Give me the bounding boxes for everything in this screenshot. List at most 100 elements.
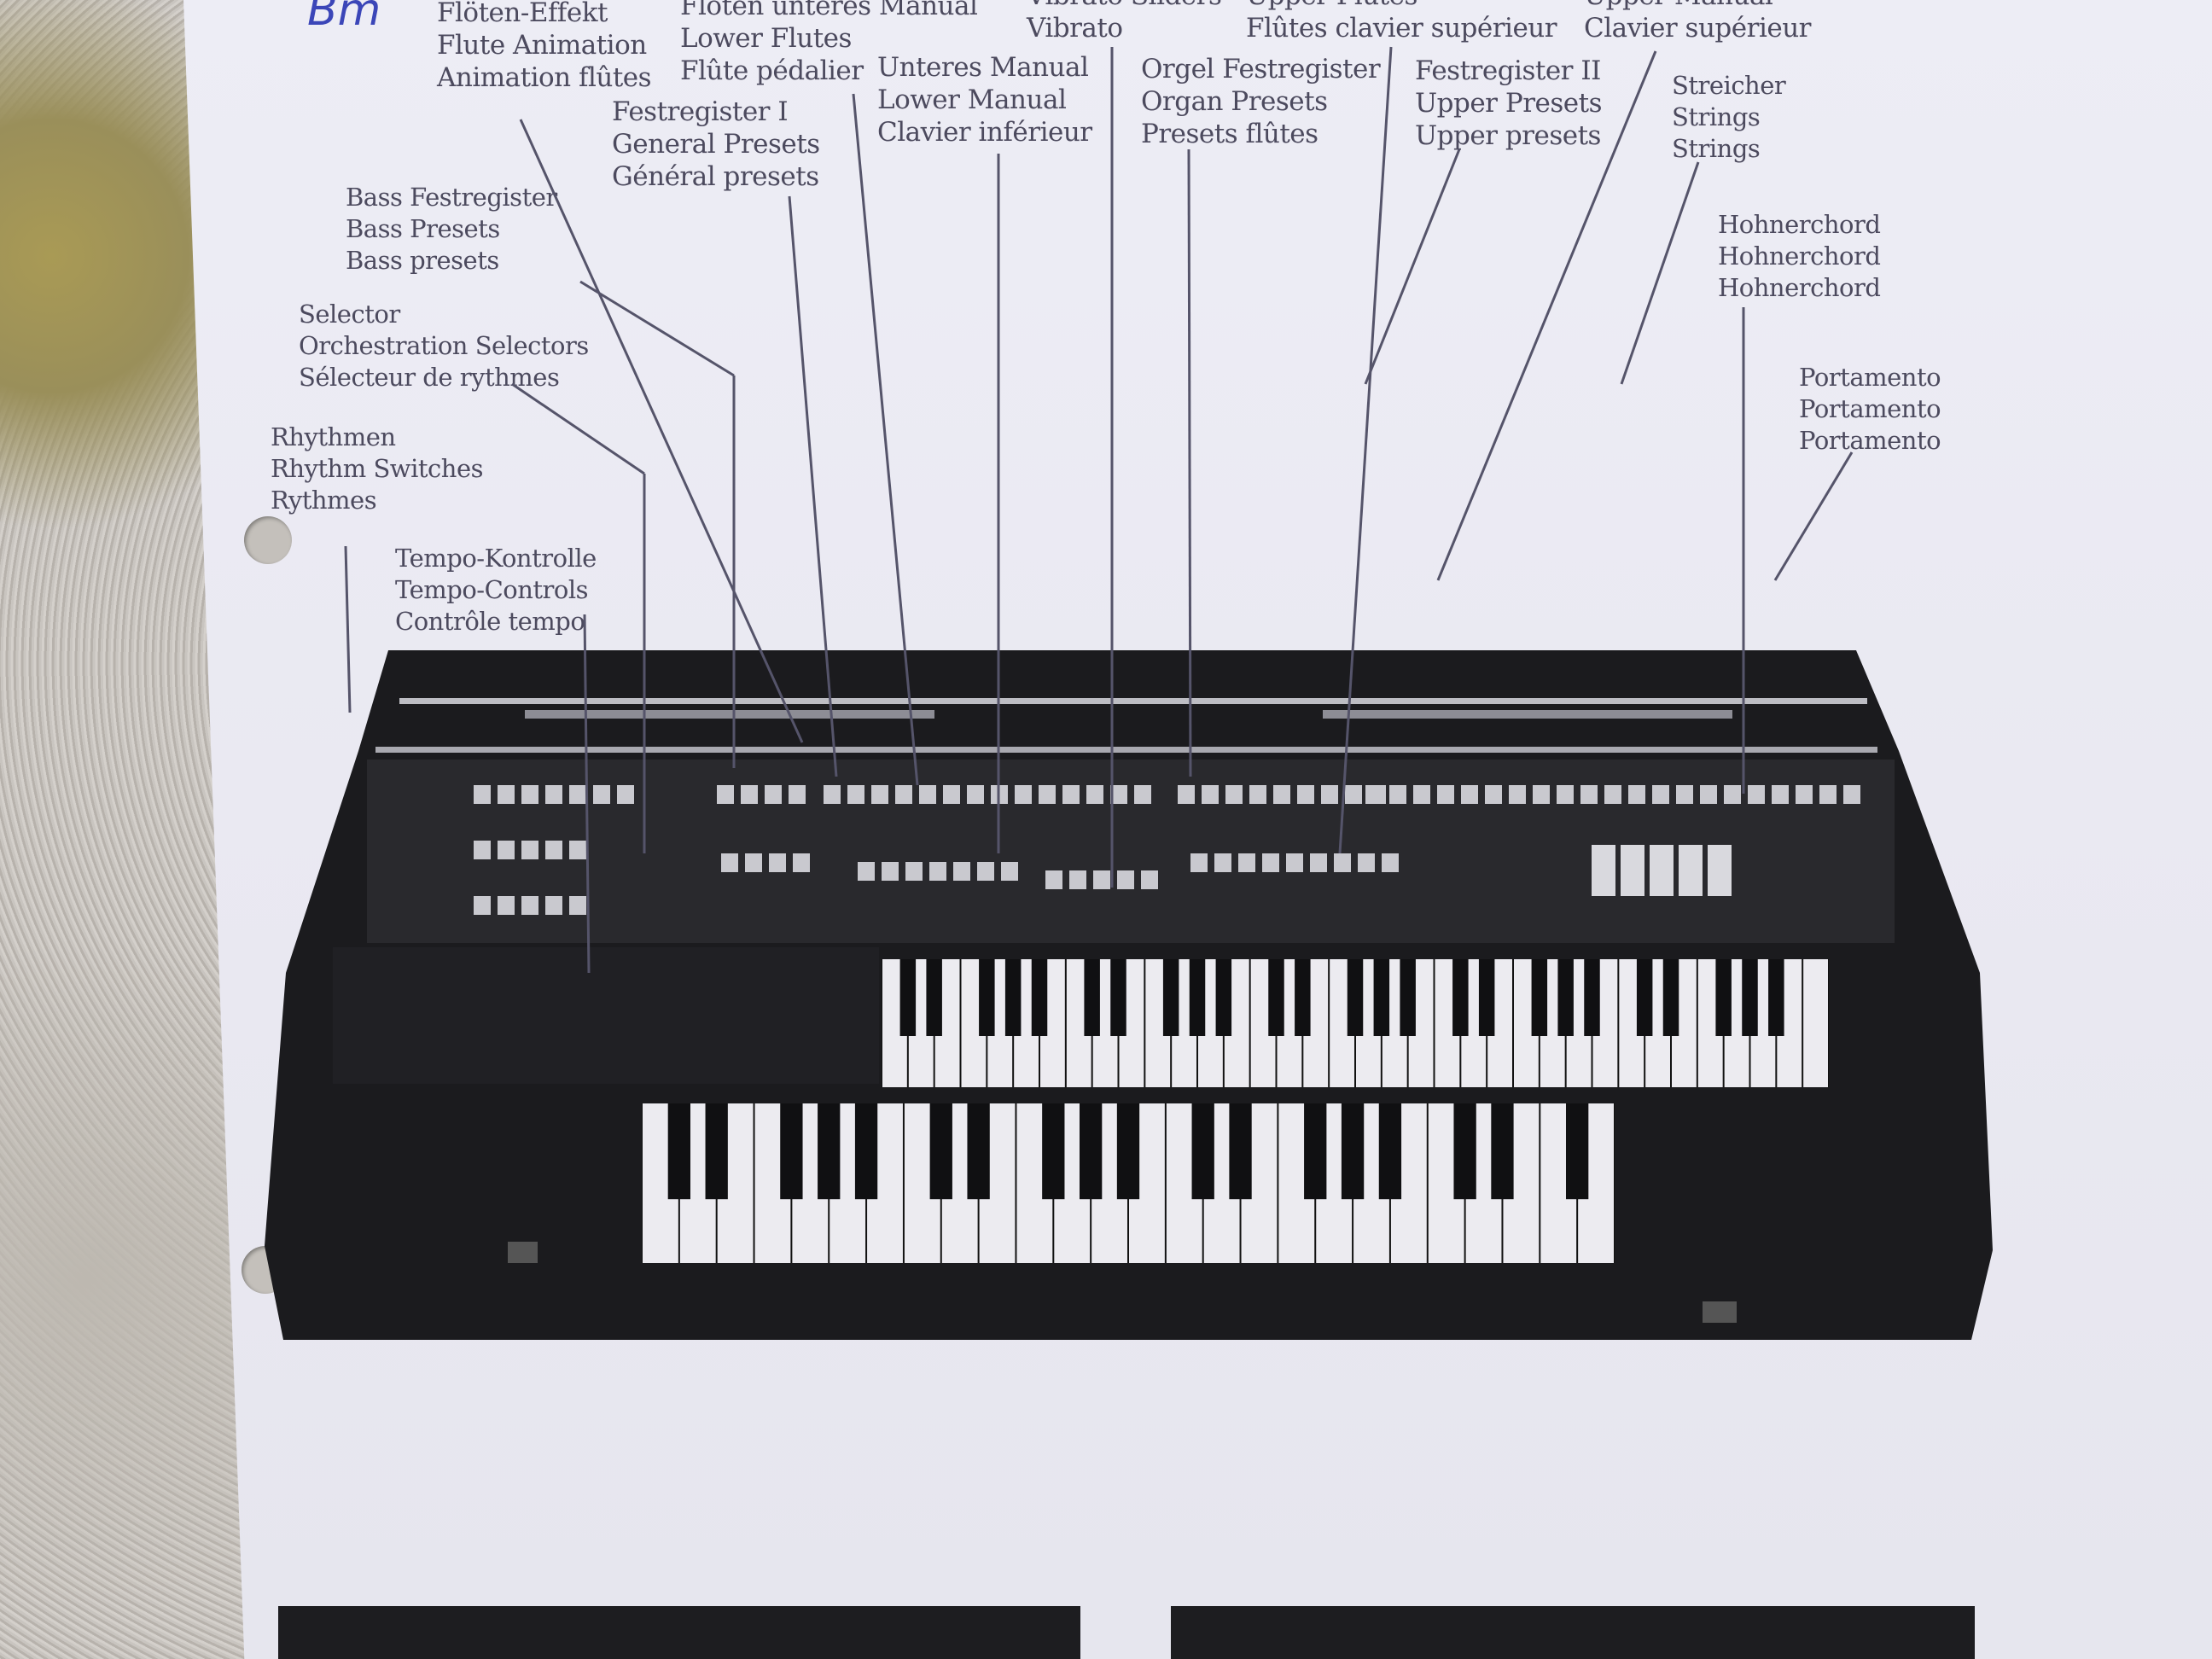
panel-button bbox=[953, 862, 970, 881]
panel-button bbox=[1676, 785, 1693, 804]
panel-button bbox=[1225, 785, 1243, 804]
panel-button bbox=[1178, 785, 1195, 804]
black-key bbox=[1341, 1103, 1365, 1200]
panel-button bbox=[569, 841, 586, 859]
panel-button bbox=[521, 896, 538, 915]
panel-button bbox=[741, 785, 758, 804]
black-key bbox=[818, 1103, 841, 1200]
handwritten-note: Bm bbox=[307, 0, 381, 36]
black-key bbox=[1373, 959, 1390, 1036]
panel-button bbox=[793, 853, 810, 872]
panel-button bbox=[967, 785, 984, 804]
black-key bbox=[1768, 959, 1784, 1036]
white-key bbox=[1803, 959, 1828, 1087]
black-key bbox=[1004, 959, 1022, 1036]
panel-button bbox=[1819, 785, 1837, 804]
panel-button bbox=[1461, 785, 1478, 804]
black-key bbox=[1715, 959, 1732, 1036]
black-key bbox=[1347, 959, 1364, 1036]
black-key bbox=[1191, 1103, 1214, 1200]
panel-button bbox=[498, 841, 515, 859]
strings-tab bbox=[1592, 845, 1615, 896]
black-key bbox=[1116, 1103, 1140, 1200]
panel-button bbox=[1297, 785, 1314, 804]
black-key bbox=[1031, 959, 1048, 1036]
black-key bbox=[1742, 959, 1758, 1036]
label-vibrato: Vibrato SlidersVibrato bbox=[1027, 0, 1222, 44]
panel-button bbox=[1069, 870, 1086, 889]
panel-button bbox=[1249, 785, 1266, 804]
panel-button bbox=[474, 785, 491, 804]
panel-button bbox=[1437, 785, 1454, 804]
panel-button bbox=[1628, 785, 1645, 804]
lower-keyboard bbox=[642, 1103, 1615, 1263]
panel-button bbox=[1214, 853, 1231, 872]
black-key bbox=[1080, 1103, 1103, 1200]
panel-button bbox=[717, 785, 734, 804]
strings-tab bbox=[1621, 845, 1644, 896]
panel-button bbox=[1110, 785, 1127, 804]
panel-button bbox=[617, 785, 634, 804]
panel-button bbox=[1796, 785, 1813, 804]
panel-button bbox=[1286, 853, 1303, 872]
panel-button bbox=[521, 785, 538, 804]
panel-button bbox=[1093, 870, 1110, 889]
panel-button bbox=[905, 862, 923, 881]
black-key bbox=[1662, 959, 1679, 1036]
black-key bbox=[1189, 959, 1206, 1036]
panel-button bbox=[1190, 853, 1208, 872]
panel-button bbox=[1238, 853, 1255, 872]
panel-button bbox=[882, 862, 899, 881]
panel-button bbox=[1652, 785, 1669, 804]
strings-tab bbox=[1679, 845, 1703, 896]
panel-button bbox=[1310, 853, 1327, 872]
strings-tab bbox=[1708, 845, 1732, 896]
panel-button bbox=[1413, 785, 1430, 804]
black-key bbox=[1557, 959, 1574, 1036]
panel-button bbox=[498, 896, 515, 915]
punch-hole bbox=[244, 516, 292, 564]
black-key bbox=[1453, 1103, 1476, 1200]
panel-button bbox=[895, 785, 912, 804]
black-key bbox=[780, 1103, 803, 1200]
panel-button bbox=[1365, 785, 1382, 804]
black-key bbox=[1531, 959, 1548, 1036]
panel-button bbox=[1724, 785, 1741, 804]
panel-button bbox=[1273, 785, 1290, 804]
black-key bbox=[1452, 959, 1469, 1036]
panel-button bbox=[1117, 870, 1134, 889]
black-key bbox=[1229, 1103, 1252, 1200]
black-key bbox=[979, 959, 995, 1036]
panel-button bbox=[1001, 862, 1018, 881]
black-key bbox=[854, 1103, 878, 1200]
organ-top-stripe bbox=[399, 698, 1867, 704]
organ-foot bbox=[508, 1242, 538, 1263]
black-key bbox=[705, 1103, 728, 1200]
black-key bbox=[1566, 1103, 1589, 1200]
black-key bbox=[1400, 959, 1416, 1036]
panel-button bbox=[977, 862, 994, 881]
panel-button bbox=[847, 785, 864, 804]
panel-button bbox=[1557, 785, 1574, 804]
left-control-area bbox=[333, 947, 879, 1084]
leader-lines bbox=[344, 46, 1854, 974]
upper-keyboard bbox=[882, 959, 1829, 1087]
black-key bbox=[1378, 1103, 1402, 1200]
black-key bbox=[1584, 959, 1600, 1036]
black-key bbox=[1478, 959, 1495, 1036]
black-key bbox=[1295, 959, 1311, 1036]
panel-button bbox=[1604, 785, 1621, 804]
black-key bbox=[926, 959, 942, 1036]
panel-button bbox=[545, 896, 562, 915]
panel-button bbox=[569, 896, 586, 915]
panel-button bbox=[1015, 785, 1032, 804]
panel-button bbox=[721, 853, 738, 872]
panel-button bbox=[545, 841, 562, 859]
organ-panel-stripe bbox=[375, 747, 1877, 753]
